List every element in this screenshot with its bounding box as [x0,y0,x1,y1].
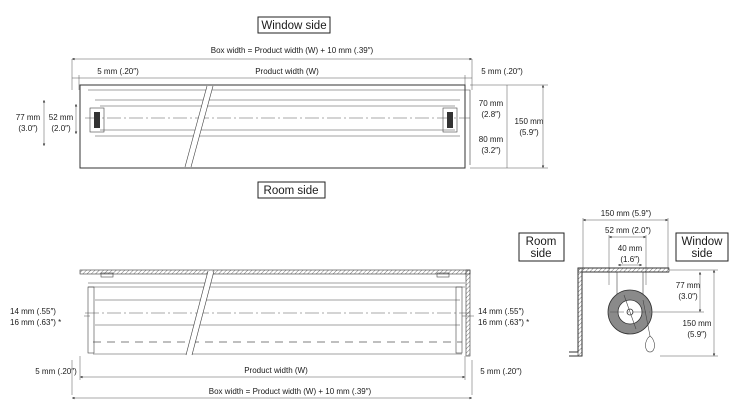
side-height-upper-mm: 77 mm [676,281,701,290]
side-height-total-in: (5.9″) [687,330,707,339]
top-view: Window side Box width = Product width (W… [16,16,548,199]
top-right-total-mm: 150 mm [515,117,544,126]
top-right-upper-in: (2.8″) [481,110,501,119]
top-box-width-label: Box width = Product width (W) + 10 mm (.… [211,46,374,55]
room-side-label: Room side [264,185,319,197]
side-view: Room side Window side 150 mm (5.9″) 52 m… [518,209,729,357]
front-view: 14 mm (.55″) 16 mm (.63″) * 14 mm (.55″)… [10,269,529,400]
side-pull-cord-handle [645,335,655,353]
top-left-outer-in: (3.0″) [18,124,38,133]
side-width-inner-mm: 40 mm [618,244,643,253]
top-right-lower-mm: 80 mm [479,135,504,144]
front-left-upper-label: 14 mm (.55″) [10,307,56,316]
top-product-width-label: Product width (W) [255,67,319,76]
front-product-width-label: Product width (W) [244,366,308,375]
room-side-label-box [257,181,326,199]
front-box-top-wall [79,269,471,275]
side-window-label-box [675,232,729,262]
top-left-inner-in: (2.0″) [51,124,71,133]
top-box-outline [79,84,466,169]
side-height-upper-in: (3.0″) [678,292,698,301]
top-gap-left-label: 5 mm (.20″) [97,67,139,76]
side-width-total-label: 150 mm (5.9″) [601,209,652,218]
front-right-lower-label: 16 mm (.63″) * [478,318,529,327]
side-window-label-1: Window [682,236,724,248]
side-room-label-box [518,232,565,262]
front-gap-right-label: 5 mm (.20″) [480,367,522,376]
front-gap-left-label: 5 mm (.20″) [35,367,77,376]
top-left-outer-mm: 77 mm [16,113,41,122]
side-window-label-2: side [691,248,712,260]
side-room-label-2: side [530,248,551,260]
front-right-upper-label: 14 mm (.55″) [478,307,524,316]
top-right-upper-mm: 70 mm [479,99,504,108]
front-left-lower-label: 16 mm (.63″) * [10,318,61,327]
side-box-room-wall [577,267,583,357]
side-width-inner-in: (1.6″) [620,255,640,264]
side-room-label-1: Room [526,236,557,248]
top-left-bracket [89,107,105,133]
top-gap-right-label: 5 mm (.20″) [481,67,523,76]
top-right-bracket [442,107,458,133]
side-width-mid-label: 52 mm (2.0″) [605,226,651,235]
top-left-inner-mm: 52 mm [49,113,74,122]
top-right-lower-in: (3.2″) [481,146,501,155]
window-side-label: Window side [261,20,326,32]
top-right-total-in: (5.9″) [519,128,539,137]
side-box-top-wall [577,267,670,273]
front-box-width-label: Box width = Product width (W) + 10 mm (.… [209,387,372,396]
window-side-label-box [257,16,331,34]
side-height-total-mm: 150 mm [683,319,712,328]
